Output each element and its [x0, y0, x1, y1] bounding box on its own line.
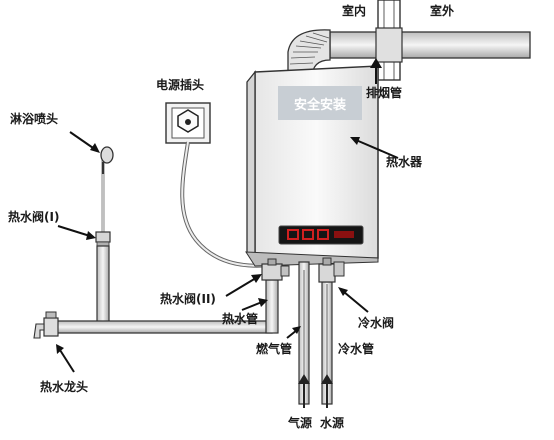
arrow-exhaust-pipe	[370, 58, 382, 84]
arrow-water-heater	[350, 137, 399, 159]
arrow-hot-tap	[56, 344, 75, 373]
shower-head	[100, 146, 114, 232]
arrow-hot-pipe	[241, 298, 268, 311]
exhaust-pipe	[287, 27, 531, 79]
label-cold-valve: 冷水阀	[358, 316, 395, 330]
power-socket	[165, 102, 211, 144]
label-hot-valve-i: 热水阀(I)	[8, 210, 60, 224]
hot-valve-ii	[261, 258, 290, 281]
cold-water-valve	[318, 257, 345, 283]
label-hot-tap: 热水龙头	[40, 380, 89, 394]
label-power-socket: 电源插头	[156, 78, 205, 92]
arrow-hot-valve-i	[57, 225, 96, 240]
arrow-hot-valve-ii	[225, 274, 262, 297]
water-source-arrow	[321, 374, 333, 408]
hot-water-tap	[33, 311, 59, 339]
gas-source-arrow	[298, 374, 310, 408]
heater-display	[287, 229, 354, 240]
label-hot-pipe: 热水管	[222, 312, 259, 326]
arrow-cold-valve	[338, 287, 369, 313]
label-water-heater: 热水器	[386, 155, 423, 169]
safe-install-badge: 安全安装	[278, 86, 362, 120]
label-exhaust-pipe: 排烟管	[366, 86, 403, 100]
label-outdoor: 室外	[430, 4, 455, 18]
label-gas-source: 气源	[288, 416, 313, 430]
label-water-source: 水源	[320, 416, 345, 430]
label-cold-pipe: 冷水管	[338, 342, 375, 356]
arrow-gas-pipe	[286, 326, 301, 339]
label-gas-pipe: 燃气管	[256, 342, 293, 356]
arrow-shower-head	[69, 131, 100, 153]
label-indoor: 室内	[342, 4, 367, 18]
label-hot-valve-ii: 热水阀(II)	[160, 292, 216, 306]
hot-pipe-vertical	[96, 245, 110, 327]
label-shower-head: 淋浴喷头	[10, 112, 59, 126]
hot-valve-i	[95, 231, 111, 247]
